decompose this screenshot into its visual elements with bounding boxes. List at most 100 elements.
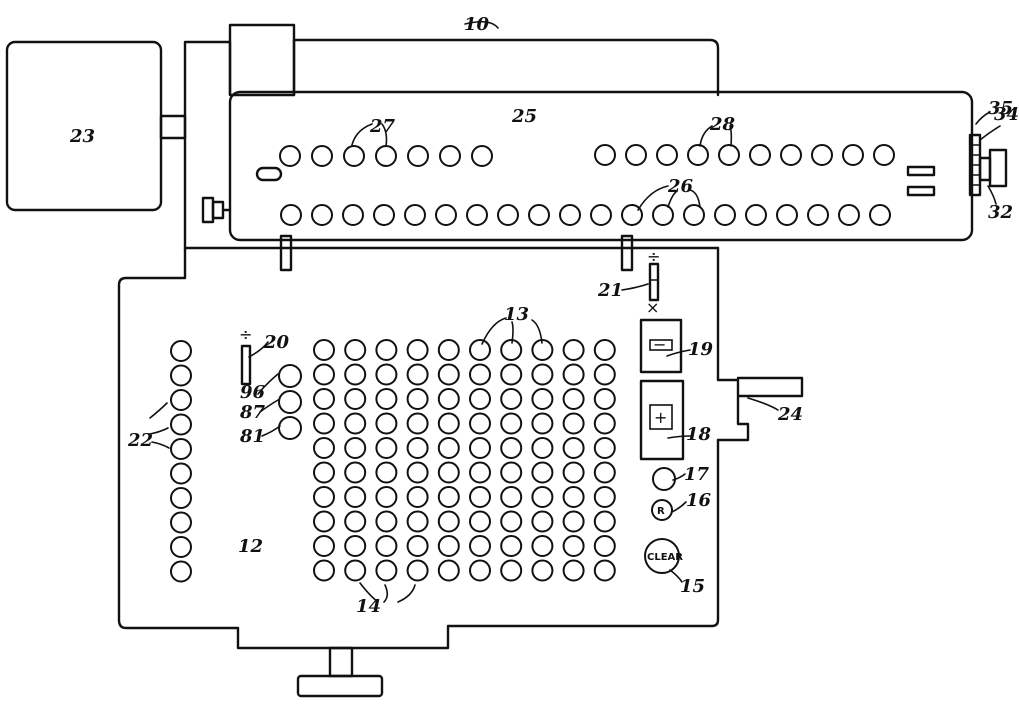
carriage-dial[interactable] <box>745 204 767 226</box>
amount-key[interactable] <box>469 437 491 459</box>
amount-key[interactable] <box>375 412 398 435</box>
amount-key[interactable] <box>313 412 335 435</box>
minus-bar[interactable]: − <box>639 318 683 374</box>
amount-key[interactable] <box>437 510 460 533</box>
amount-key[interactable] <box>531 412 554 435</box>
amount-key[interactable] <box>313 363 335 386</box>
amount-key[interactable] <box>531 486 554 508</box>
amount-key[interactable] <box>344 486 367 508</box>
amount-key[interactable] <box>593 559 616 582</box>
amount-key[interactable] <box>469 559 491 582</box>
amount-key[interactable] <box>531 461 554 484</box>
amount-key[interactable] <box>562 363 585 386</box>
amount-key[interactable] <box>562 412 585 435</box>
amount-key[interactable] <box>593 412 616 435</box>
amount-key[interactable] <box>437 412 460 435</box>
amount-key[interactable] <box>375 535 398 557</box>
column-key[interactable] <box>170 364 192 387</box>
divide-lever[interactable] <box>240 344 252 386</box>
amount-key[interactable] <box>469 461 491 484</box>
key-17[interactable] <box>652 467 676 491</box>
column-key[interactable] <box>170 438 192 460</box>
amount-key[interactable] <box>562 535 585 557</box>
amount-key[interactable] <box>531 510 554 533</box>
amount-key[interactable] <box>344 388 367 410</box>
amount-key[interactable] <box>344 461 367 484</box>
carriage-dial[interactable] <box>656 144 678 166</box>
amount-key[interactable] <box>500 461 523 484</box>
amount-key[interactable] <box>531 559 554 582</box>
carriage-dial[interactable] <box>342 204 364 226</box>
amount-key[interactable] <box>500 510 523 533</box>
amount-key[interactable] <box>593 510 616 533</box>
amount-key[interactable] <box>469 535 491 557</box>
amount-key[interactable] <box>437 339 460 361</box>
carriage-dial[interactable] <box>621 204 643 226</box>
divisor-key[interactable] <box>278 390 302 414</box>
amount-key[interactable] <box>593 437 616 459</box>
carriage-dial[interactable] <box>811 144 833 166</box>
divisor-key[interactable] <box>278 364 302 388</box>
carriage-dial[interactable] <box>311 145 333 167</box>
amount-key[interactable] <box>562 437 585 459</box>
amount-key[interactable] <box>437 559 460 582</box>
carriage-dial[interactable] <box>559 204 581 226</box>
amount-key[interactable] <box>531 388 554 410</box>
amount-key[interactable] <box>437 486 460 508</box>
amount-key[interactable] <box>593 363 616 386</box>
amount-key[interactable] <box>344 339 367 361</box>
carriage-dial[interactable] <box>652 204 674 226</box>
carriage-dial[interactable] <box>869 204 891 226</box>
carriage-dial[interactable] <box>683 204 705 226</box>
carriage-dial[interactable] <box>373 204 395 226</box>
carriage-dial[interactable] <box>404 204 426 226</box>
amount-key[interactable] <box>500 486 523 508</box>
upper-lever[interactable] <box>648 262 660 302</box>
column-key[interactable] <box>170 413 192 436</box>
carriage-dial[interactable] <box>714 204 736 226</box>
repeat-key[interactable]: R <box>651 499 673 521</box>
carriage-dial[interactable] <box>466 204 488 226</box>
carriage-dial[interactable] <box>842 144 864 166</box>
carriage-dial[interactable] <box>375 145 397 167</box>
amount-key[interactable] <box>344 535 367 557</box>
amount-key[interactable] <box>469 363 491 386</box>
carriage-dial[interactable] <box>497 204 519 226</box>
crank[interactable] <box>716 376 804 442</box>
amount-key[interactable] <box>469 388 491 410</box>
amount-key[interactable] <box>375 339 398 361</box>
amount-key[interactable] <box>406 461 429 484</box>
column-key[interactable] <box>170 536 192 558</box>
carriage-dial[interactable] <box>625 144 647 166</box>
carriage-dial[interactable] <box>343 145 365 167</box>
carriage-dial[interactable] <box>687 144 709 166</box>
amount-key[interactable] <box>437 535 460 557</box>
amount-key[interactable] <box>375 559 398 582</box>
amount-key[interactable] <box>469 486 491 508</box>
carriage-dial[interactable] <box>749 144 771 166</box>
amount-key[interactable] <box>313 486 335 508</box>
column-key[interactable] <box>170 487 192 509</box>
column-key[interactable] <box>170 511 192 534</box>
amount-key[interactable] <box>313 510 335 533</box>
amount-key[interactable] <box>375 437 398 459</box>
amount-key[interactable] <box>437 363 460 386</box>
amount-key[interactable] <box>375 363 398 386</box>
amount-key[interactable] <box>313 461 335 484</box>
amount-key[interactable] <box>313 535 335 557</box>
amount-key[interactable] <box>344 412 367 435</box>
amount-key[interactable] <box>531 437 554 459</box>
column-key[interactable] <box>170 560 192 583</box>
amount-key[interactable] <box>593 388 616 410</box>
amount-key[interactable] <box>406 535 429 557</box>
amount-key[interactable] <box>437 388 460 410</box>
divisor-key[interactable] <box>278 416 302 440</box>
carriage-dial[interactable] <box>439 145 461 167</box>
carriage-dial[interactable] <box>594 144 616 166</box>
amount-key[interactable] <box>437 461 460 484</box>
amount-key[interactable] <box>469 339 491 361</box>
amount-key[interactable] <box>437 437 460 459</box>
amount-key[interactable] <box>562 461 585 484</box>
amount-key[interactable] <box>562 559 585 582</box>
carriage-dial[interactable] <box>590 204 612 226</box>
